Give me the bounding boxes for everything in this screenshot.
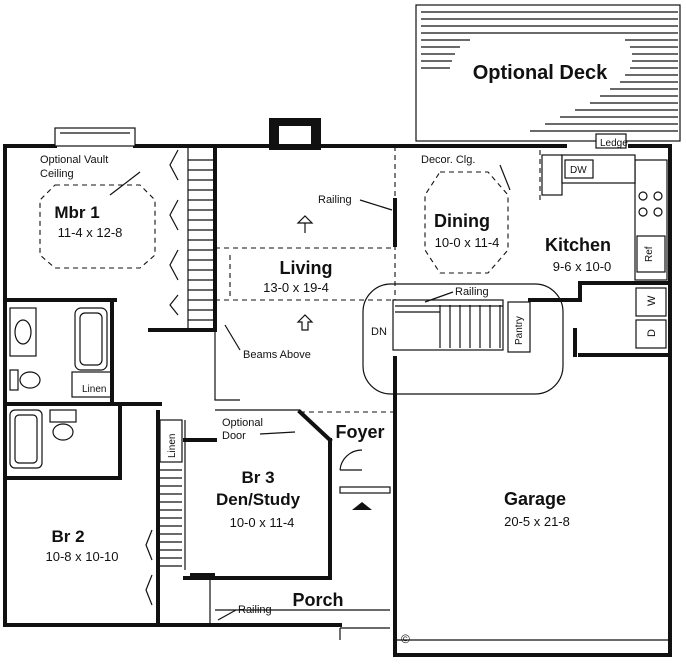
master-linen-label: Linen [82, 384, 106, 395]
garage-dims: 20-5 x 21-8 [504, 514, 570, 529]
br2-label: Br 2 [51, 527, 84, 546]
pantry-label: Pantry [514, 316, 525, 345]
living-label: Living [280, 258, 333, 278]
copyright-mark: © [401, 632, 410, 646]
br3-label-2: Den/Study [216, 490, 301, 509]
porch-label: Porch [292, 590, 343, 610]
deck-label: Optional Deck [473, 62, 608, 84]
fireplace [269, 118, 321, 150]
kitchen-dims: 9-6 x 10-0 [553, 259, 612, 274]
dining-dims: 10-0 x 11-4 [435, 235, 500, 250]
dishwasher-label: DW [570, 165, 587, 176]
vault-note-2: Ceiling [40, 168, 74, 180]
living-railing-note: Railing [318, 194, 352, 206]
vault-note-1: Optional Vault [40, 154, 108, 166]
dining-label: Dining [434, 211, 490, 231]
master-bedroom-dims: 11-4 x 12-8 [58, 225, 123, 240]
optional-door-note-2: Door [222, 430, 246, 442]
stair-down-label: DN [371, 326, 387, 338]
beams-note: Beams Above [243, 349, 311, 361]
dryer-label: D [646, 329, 658, 337]
decor-ceiling-note: Decor. Clg. [421, 154, 475, 166]
br2-dims: 10-8 x 10-10 [46, 549, 119, 564]
washer-label: W [646, 295, 658, 306]
br3-dims: 10-0 x 11-4 [230, 515, 295, 530]
master-bedroom-label: Mbr 1 [54, 203, 99, 222]
interior-walls [3, 133, 672, 641]
optional-door-note-1: Optional [222, 417, 263, 429]
master-window [54, 127, 136, 147]
br3-label: Br 3 [241, 468, 274, 487]
stair-railing-note: Railing [455, 286, 489, 298]
kitchen-label: Kitchen [545, 235, 611, 255]
foyer-label: Foyer [335, 422, 384, 442]
room-labels: Mbr 1 11-4 x 12-8 Dining 10-0 x 11-4 Kit… [46, 203, 612, 610]
optional-deck [415, 4, 681, 142]
porch-railing-note: Railing [238, 604, 272, 616]
ledge-label: Ledge [600, 138, 628, 149]
garage-label: Garage [504, 489, 566, 509]
hall-linen-label: Linen [167, 434, 178, 458]
exterior-walls [3, 144, 672, 657]
living-dims: 13-0 x 19-4 [263, 280, 329, 295]
refrigerator-label: Ref [644, 246, 655, 262]
plan-notes: Optional Vault Ceiling Railing Decor. Cl… [40, 138, 658, 646]
